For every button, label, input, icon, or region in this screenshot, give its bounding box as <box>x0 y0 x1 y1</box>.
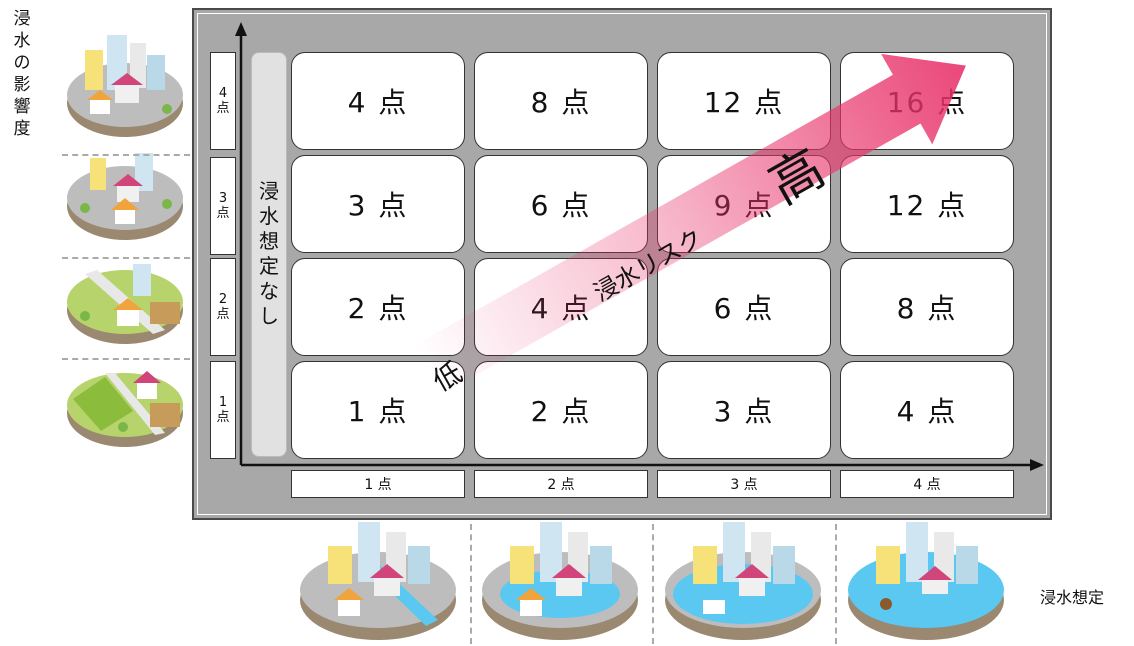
no-flood-label: 浸水想定なし <box>251 52 287 457</box>
cell-r3-c4: 12 点 <box>840 155 1014 253</box>
x-label-3: 3 点 <box>657 470 831 498</box>
separator <box>835 524 837 644</box>
cell-r3-c1: 3 点 <box>291 155 465 253</box>
y-axis-title: 浸水の影響度 <box>13 9 31 139</box>
separator <box>62 154 190 156</box>
cell-r2-c2: 4 点 <box>474 258 648 356</box>
separator <box>470 524 472 644</box>
city-dense-illustration <box>67 35 183 137</box>
city-medium-illustration <box>67 153 183 240</box>
x-axis-title: 浸水想定 <box>1040 588 1105 607</box>
cell-r4-c4: 16 点 <box>840 52 1014 150</box>
separator <box>652 524 654 644</box>
x-label-1: 1 点 <box>291 470 465 498</box>
flood-level-2-illustration <box>482 522 638 640</box>
separator <box>62 358 190 360</box>
y-label-1: 1 点 <box>210 361 236 459</box>
flood-level-1-illustration <box>300 522 456 640</box>
farmland-illustration <box>67 371 183 447</box>
flood-level-4-illustration <box>848 522 1004 640</box>
cell-r1-c1: 1 点 <box>291 361 465 459</box>
y-label-4: 4 点 <box>210 52 236 150</box>
y-label-3: 3 点 <box>210 157 236 255</box>
cell-r2-c3: 6 点 <box>657 258 831 356</box>
cell-r2-c1: 2 点 <box>291 258 465 356</box>
cell-r4-c3: 12 点 <box>657 52 831 150</box>
flood-level-3-illustration <box>665 522 821 640</box>
cell-r4-c1: 4 点 <box>291 52 465 150</box>
cell-r1-c2: 2 点 <box>474 361 648 459</box>
cell-r3-c3: 9 点 <box>657 155 831 253</box>
y-label-2: 2 点 <box>210 258 236 356</box>
cell-r2-c4: 8 点 <box>840 258 1014 356</box>
cell-r1-c4: 4 点 <box>840 361 1014 459</box>
cell-r1-c3: 3 点 <box>657 361 831 459</box>
separator <box>62 257 190 259</box>
cell-r4-c2: 8 点 <box>474 52 648 150</box>
x-label-4: 4 点 <box>840 470 1014 498</box>
cell-r3-c2: 6 点 <box>474 155 648 253</box>
x-label-2: 2 点 <box>474 470 648 498</box>
suburb-illustration <box>67 264 183 344</box>
